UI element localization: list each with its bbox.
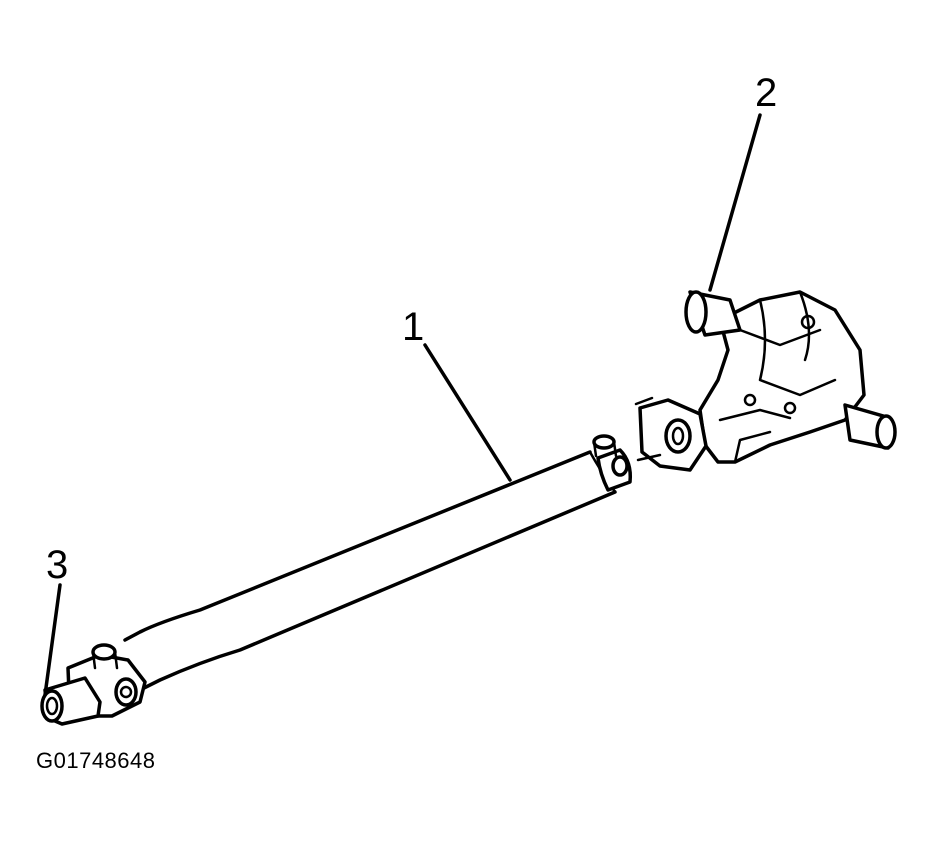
propeller-shaft: [123, 434, 633, 692]
callout-2: 2: [755, 71, 777, 115]
transfer-case-yoke: [40, 643, 147, 726]
leader-lines: [43, 113, 762, 697]
callout-1: 1: [402, 305, 424, 349]
callout-3: 3: [46, 543, 68, 587]
front-differential: [634, 290, 897, 472]
figure-id: G01748648: [36, 748, 156, 773]
